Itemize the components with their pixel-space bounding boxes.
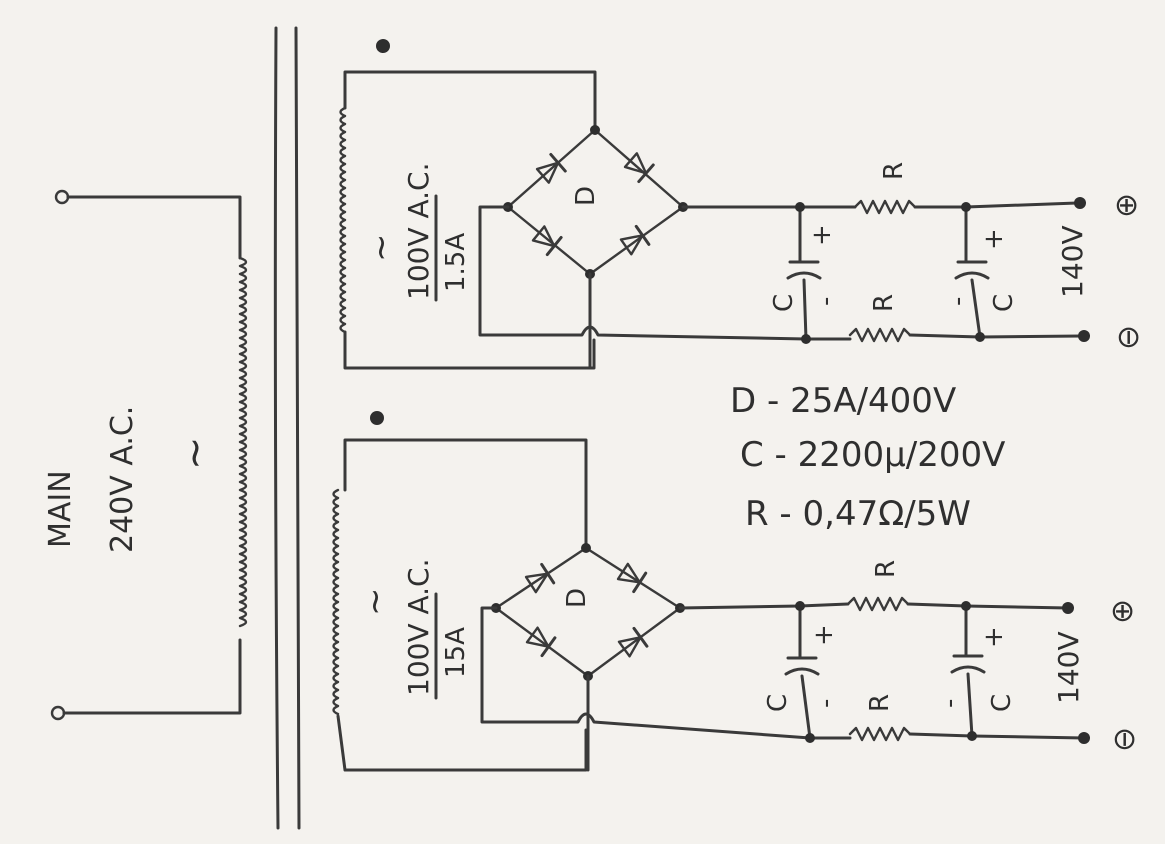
upper-output-voltage: 140V (1056, 225, 1089, 298)
primary-coil (238, 256, 248, 628)
lower-cap-right (950, 654, 986, 674)
lower-output-minus-node[interactable] (1078, 732, 1090, 744)
lower-cap-left-plus: + (809, 624, 839, 646)
legend-resistor: R - 0,47Ω/5W (745, 494, 971, 534)
lower-secondary-coil (332, 488, 340, 716)
upper-secondary: D ~ 100V A.C. 1.5A R R C + - (339, 39, 1146, 370)
upper-resistor-bottom (848, 327, 912, 343)
upper-cap-right-plus: + (979, 228, 1009, 250)
primary-voltage-label: 240V A.C. (105, 406, 140, 553)
lower-cap-left (784, 656, 820, 676)
upper-cap-left-plus: + (807, 224, 837, 246)
lower-cap-right-minus: - (935, 699, 965, 708)
component-legend: D - 25A/400V C - 2200µ/200V R - 0,47Ω/5W (730, 381, 1005, 534)
mains-terminal-top[interactable] (54, 189, 70, 205)
upper-resistor-top (853, 199, 917, 215)
primary-main-label: MAIN (43, 470, 78, 548)
lower-cap-right-plus: + (979, 626, 1009, 648)
primary-ac-symbol: ~ (172, 436, 218, 470)
lower-resistor-bottom (848, 726, 912, 742)
upper-cap-left-label: C (769, 294, 799, 312)
transformer-core (273, 26, 301, 830)
upper-phase-dot (376, 39, 390, 53)
lower-bridge-label: D (562, 588, 592, 608)
mains-terminal-bottom[interactable] (50, 705, 66, 721)
upper-cap-left (786, 260, 822, 280)
lower-terminal-minus: ⊖ (1107, 727, 1142, 752)
lower-bridge-rectifier: D (491, 543, 685, 681)
lower-resistor-top-label: R (871, 560, 901, 578)
upper-voltage-label: 100V A.C. (402, 162, 435, 300)
upper-terminal-plus: ⊕ (1109, 193, 1144, 218)
upper-cap-right-label: C (989, 294, 1019, 312)
lower-ac-symbol: ~ (355, 588, 395, 617)
lower-resistor-bottom-label: R (865, 694, 895, 712)
upper-terminal-minus: ⊖ (1111, 325, 1146, 350)
upper-resistor-bottom-label: R (869, 294, 899, 312)
lower-cap-left-minus: - (811, 699, 841, 708)
lower-cap-left-label: C (763, 694, 793, 712)
lower-current-label: 15A (441, 627, 471, 678)
lower-voltage-label: 100V A.C. (402, 558, 435, 696)
lower-terminal-plus: ⊕ (1105, 599, 1140, 624)
upper-current-label: 1.5A (441, 233, 471, 292)
lower-output-voltage: 140V (1052, 631, 1085, 704)
legend-diode: D - 25A/400V (730, 381, 956, 421)
upper-bridge-rectifier: D (503, 125, 688, 279)
upper-ac-symbol: ~ (361, 234, 401, 263)
upper-cap-right (954, 260, 990, 280)
lower-phase-dot (370, 411, 384, 425)
upper-bridge-label: D (571, 186, 601, 206)
upper-output-plus-node[interactable] (1074, 197, 1086, 209)
lower-output-plus-node[interactable] (1062, 602, 1074, 614)
upper-cap-left-minus: - (811, 297, 841, 306)
upper-secondary-coil (339, 106, 347, 334)
lower-resistor-top (846, 596, 910, 612)
upper-output-minus-node[interactable] (1078, 330, 1090, 342)
lower-secondary: D ~ 100V A.C. 15A R R C + - C + - 140V (332, 411, 1142, 772)
upper-cap-right-minus: - (943, 297, 973, 306)
legend-capacitor: C - 2200µ/200V (740, 435, 1005, 475)
upper-resistor-top-label: R (879, 162, 909, 180)
lower-cap-right-label: C (987, 694, 1017, 712)
primary-winding-group: MAIN 240V A.C. ~ (43, 189, 248, 721)
